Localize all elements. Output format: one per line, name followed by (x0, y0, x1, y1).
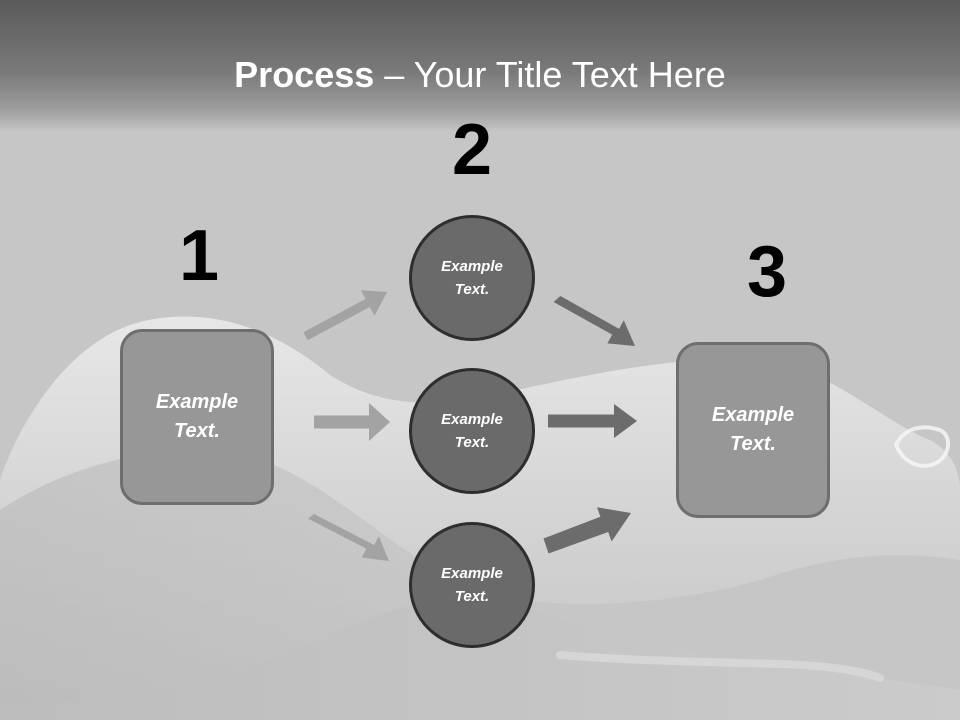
step-3-box: Example Text. (676, 342, 830, 518)
step-number-3: 3 (746, 232, 788, 312)
step-2-text-bottom: Example Text. (441, 565, 503, 605)
step-number-1: 1 (178, 216, 220, 296)
step-3-text: Example Text. (711, 404, 795, 455)
arrow-1-to-2-bottom (308, 514, 389, 561)
step-2-circle-bottom: Example Text. (409, 522, 535, 648)
step-number-2: 2 (451, 110, 493, 190)
step-1-box: Example Text. (120, 329, 274, 505)
slide-title: Process – Your Title Text Here (0, 52, 960, 98)
step-2-circle-top: Example Text. (409, 215, 535, 341)
step-2-text-top: Example Text. (441, 258, 503, 298)
arrow-2-middle-to-3 (548, 404, 637, 438)
step-2-text-middle: Example Text. (441, 411, 503, 451)
arrow-1-to-2-middle (314, 403, 390, 441)
title-bold: Process (234, 54, 375, 95)
arrow-2-top-to-3 (553, 296, 635, 346)
step-1-text: Example Text. (155, 391, 239, 442)
title-rest: – Your Title Text Here (374, 54, 726, 95)
arrow-1-to-2-top (303, 290, 387, 341)
arrow-2-bottom-to-3 (543, 507, 631, 554)
step-2-circle-middle: Example Text. (409, 368, 535, 494)
title-band (0, 0, 960, 132)
